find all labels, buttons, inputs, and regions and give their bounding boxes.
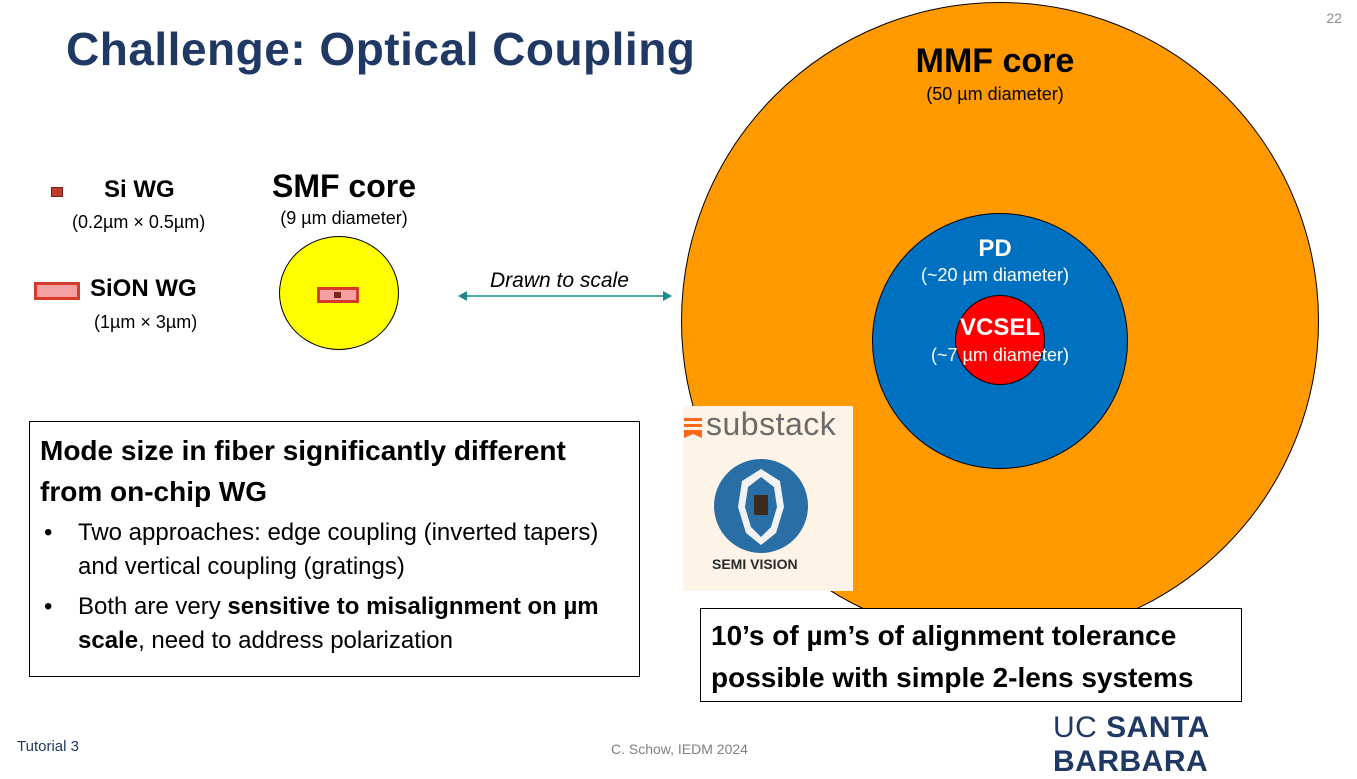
smf-core-diameter: (9 µm diameter)	[280, 208, 408, 228]
pd-diameter: (~20 µm diameter)	[921, 265, 1069, 285]
vcsel-diameter: (~7 µm diameter)	[931, 345, 1069, 365]
bullet-misalignment-bold: sensitive to misalignment on µm scale	[78, 593, 599, 654]
semi-vision-logo-icon	[714, 459, 808, 553]
bullet-misalignment: Both are very sensitive to misalignment …	[44, 590, 629, 658]
slide-title: Challenge: Optical Coupling	[66, 23, 696, 75]
mode-size-heading: Mode size in fiber significantly differe…	[40, 435, 566, 507]
bullet-approaches-text: Two approaches: edge coupling (inverted …	[78, 519, 599, 580]
page-number: 22	[1326, 10, 1342, 26]
drawn-to-scale-label: Drawn to scale	[490, 269, 629, 292]
sion-wg-label: SiON WG	[90, 275, 197, 302]
alignment-tolerance-textbox: 10’s of µm’s of alignment tolerance poss…	[700, 608, 1242, 702]
substack-logo-icon	[684, 418, 702, 438]
si-wg-dimensions: (0.2µm × 0.5µm)	[72, 212, 206, 232]
ucsb-logo: UC SANTA BARBARA	[1053, 711, 1357, 779]
si-wg-label: Si WG	[104, 176, 175, 203]
bullet-approaches: Two approaches: edge coupling (inverted …	[44, 516, 629, 584]
pd-label: PD	[978, 235, 1012, 262]
bullet-misalignment-pre: Both are very	[78, 593, 228, 620]
substack-brand: substack	[706, 406, 837, 442]
bullet-misalignment-post: , need to address polarization	[138, 627, 453, 654]
mmf-core-label: MMF core	[915, 42, 1075, 80]
smf-core-label: SMF core	[271, 168, 417, 204]
sion-wg-dimensions: (1µm × 3µm)	[94, 312, 198, 332]
sion-wg-marker	[34, 282, 80, 300]
semi-vision-label: SEMI VISION	[712, 556, 798, 572]
double-arrow-icon	[458, 291, 672, 301]
mode-size-textbox: Mode size in fiber significantly differe…	[29, 421, 640, 677]
ucsb-logo-uc: UC	[1053, 711, 1107, 744]
approach-list: Two approaches: edge coupling (inverted …	[40, 516, 629, 658]
mmf-core-diameter: (50 µm diameter)	[926, 84, 1064, 104]
semi-vision-emblem-icon	[738, 469, 784, 545]
vcsel-circle	[955, 295, 1045, 385]
smf-si-waveguide-marker	[334, 292, 341, 298]
vcsel-label: VCSEL	[959, 314, 1040, 341]
footer-tutorial: Tutorial 3	[17, 738, 79, 755]
si-wg-marker	[51, 187, 63, 197]
footer-author: C. Schow, IEDM 2024	[611, 741, 748, 757]
